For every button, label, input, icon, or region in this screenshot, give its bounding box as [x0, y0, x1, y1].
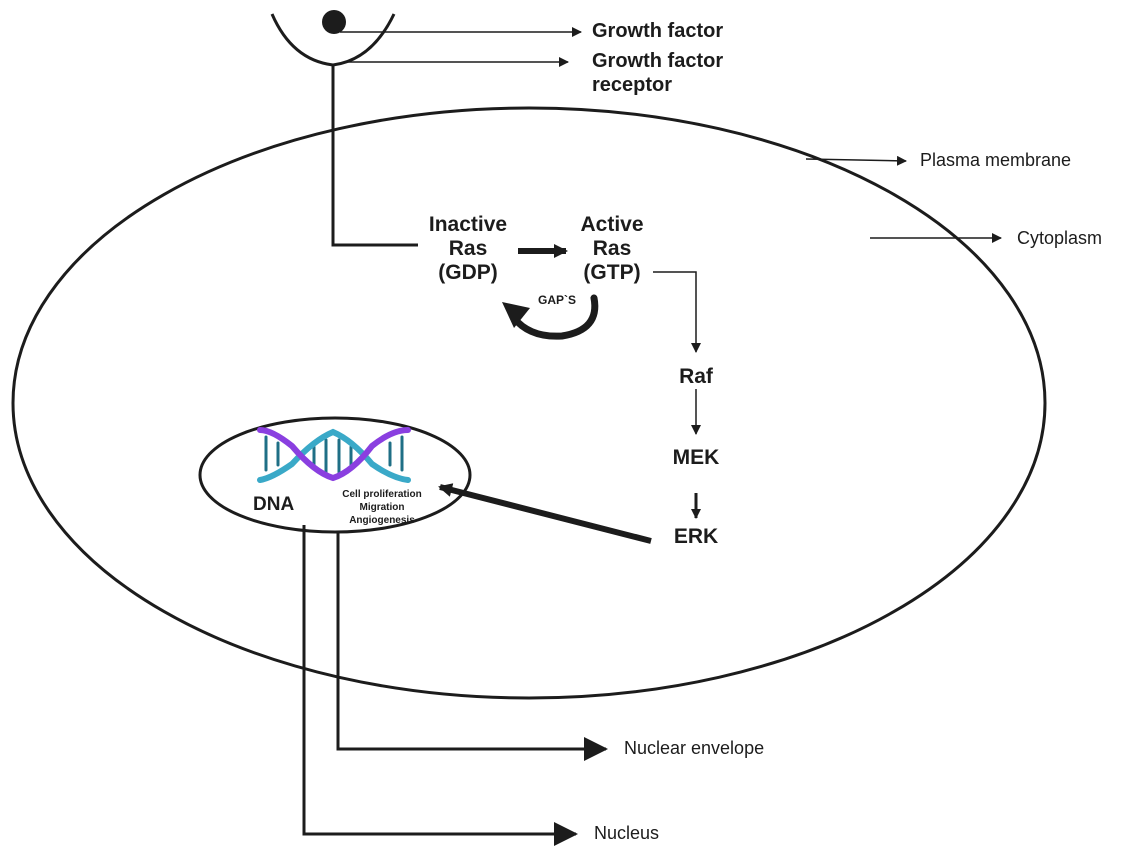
nucleus-pointer	[302, 525, 578, 846]
nuclear-envelope-label: Nuclear envelope	[624, 738, 765, 758]
erk-to-nucleus-arrow	[438, 483, 652, 544]
nuclear-outcomes: Cell proliferation Migration Angiogenesi…	[332, 488, 432, 527]
plasma-membrane-pointer	[805, 155, 907, 166]
mek-node: MEK	[672, 446, 720, 469]
dna-strand-purple	[257, 427, 411, 482]
growth-factor-ball	[322, 10, 346, 34]
dna-label: DNA	[253, 494, 295, 515]
nucleus-label: Nucleus	[594, 823, 660, 843]
inactive-ras-node: Inactive Ras (GDP)	[418, 213, 518, 285]
plasma-membrane-ellipse	[11, 106, 1047, 700]
inactive-ras-line3: (GDP)	[438, 261, 498, 284]
growth-factor-receptor-label-line1: Growth factor	[592, 50, 724, 72]
outcome-migration: Migration	[359, 502, 405, 513]
active-ras-line2: Ras	[592, 237, 632, 260]
dna-helix-icon	[257, 427, 411, 483]
inactive-ras-line2: Ras	[448, 237, 488, 260]
dna-strand-teal	[257, 428, 411, 483]
gaps-arrowhead	[502, 302, 530, 328]
active-ras-line3: (GTP)	[583, 261, 641, 284]
gaps-curved-arrow	[510, 294, 599, 340]
raf-node: Raf	[679, 365, 713, 388]
inactive-ras-line1: Inactive	[428, 213, 508, 236]
erk-node: ERK	[673, 525, 719, 548]
gaps-label: GAP`S	[538, 293, 577, 307]
ras-to-raf-arrow	[653, 271, 701, 353]
cytoplasm-label: Cytoplasm	[1017, 228, 1103, 248]
outcome-cell-proliferation: Cell proliferation	[342, 489, 422, 500]
dna-rungs	[264, 435, 404, 475]
outcome-angiogenesis: Angiogenesis	[349, 515, 415, 526]
nuclear-envelope-ellipse	[198, 416, 472, 534]
growth-factor-receptor-label-line2: receptor	[592, 74, 673, 96]
receptor-stem-line	[331, 65, 418, 247]
plasma-membrane-label: Plasma membrane	[920, 150, 1072, 170]
active-ras-node: Active Ras (GTP)	[572, 213, 652, 285]
nuclear-envelope-pointer	[336, 533, 608, 761]
active-ras-line1: Active	[580, 213, 644, 236]
growth-factor-label: Growth factor	[592, 20, 724, 42]
